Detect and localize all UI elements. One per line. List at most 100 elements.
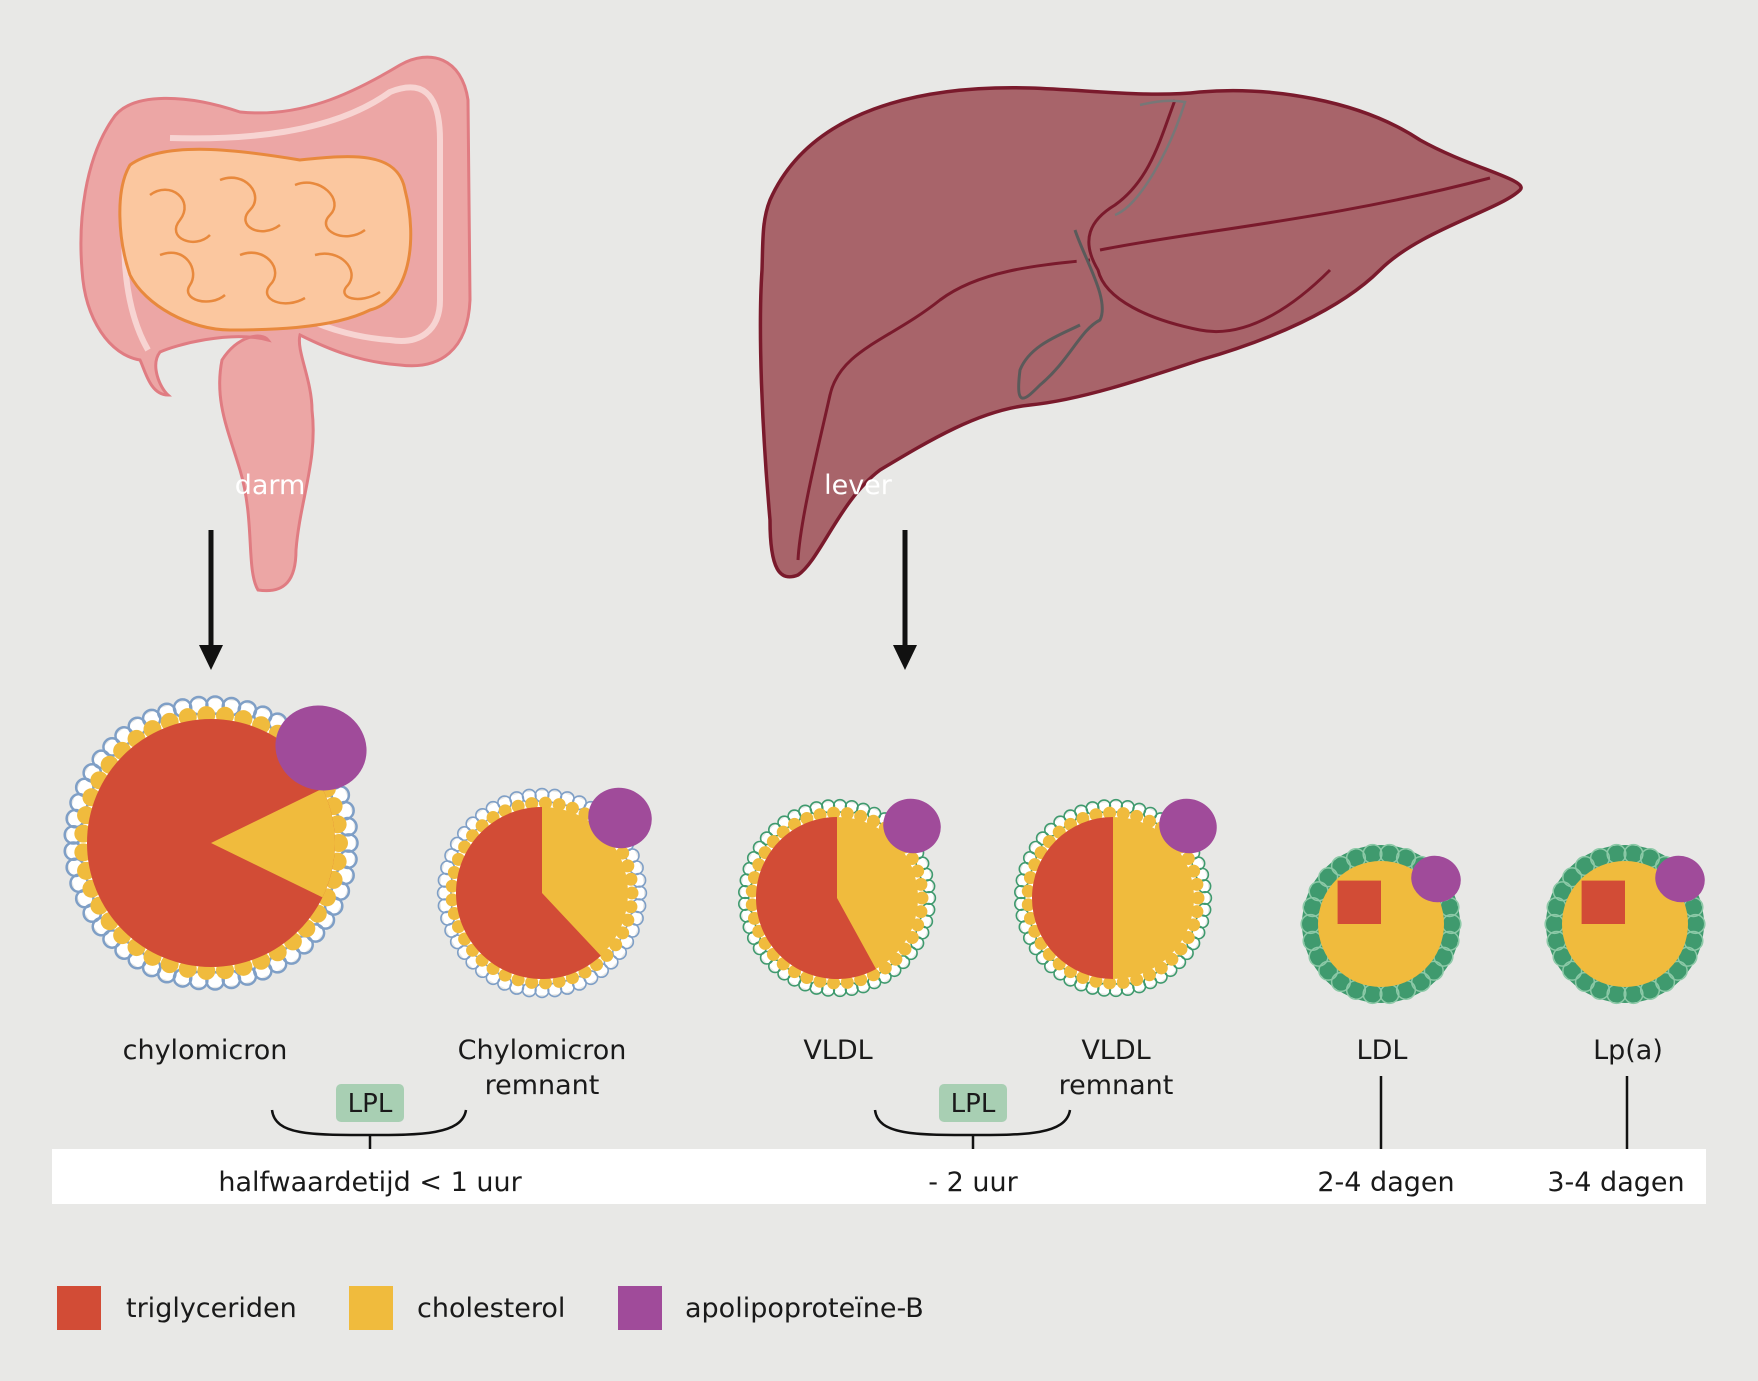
lipid-bead [915,891,929,905]
lipid-bead [914,877,928,891]
lipid-bead [447,865,461,879]
membrane-loop [1330,971,1352,993]
legend-label-triglyceriden: triglyceriden [126,1293,297,1324]
legend: triglyceriden cholesterol apolipoproteïn… [57,1286,924,1330]
membrane-loop [1318,960,1339,981]
lipid-bead [840,975,854,989]
lipid-bead [745,884,759,898]
lipid-bead [1190,905,1204,919]
gallbladder [1017,229,1104,400]
lipid-bead [624,900,638,914]
lipid-bead [1130,973,1144,987]
label-vldl-remnant-1: VLDL [1081,1035,1150,1066]
lpl-label-2: LPL [951,1089,996,1119]
particle-vldl [737,798,941,998]
lipid-bead [813,974,827,988]
ligament [1114,99,1187,217]
apob-protein [275,705,367,791]
core-triglycerides [755,817,877,979]
legend-swatch-apob [618,1286,662,1330]
membrane-loop [1423,960,1444,981]
membrane-loop [1574,971,1596,993]
lipid-bead [1190,877,1204,891]
lipid-bead [538,796,552,810]
lipid-bead [511,973,525,987]
lipid-bead [1103,976,1117,990]
lipid-bead [914,905,928,919]
lipid-bead [447,907,461,921]
lipid-bead [747,871,761,885]
lipid-bead [1103,806,1117,820]
lipid-bead [747,911,761,925]
lipid-bead [1023,911,1037,925]
lipid-bead [552,974,566,988]
lpl-label-1: LPL [348,1089,393,1119]
lipid-bead [840,807,854,821]
lipid-bead [813,808,827,822]
core-triglycerides [1581,880,1625,924]
core-triglycerides [455,807,601,980]
lipid-bead [854,973,868,987]
lipid-bead [1116,975,1130,989]
arrow-intestine-to-chylomicron [199,530,223,670]
particle-lpa [1544,843,1706,1005]
lpl-badge-1 [336,1084,404,1122]
halflife-vldl: - 2 uur [928,1167,1018,1198]
lpl-bracket-2: LPL [873,1084,1072,1160]
intestine-label: darm [235,470,306,501]
lipid-bead [511,799,525,813]
apob-protein [588,787,652,849]
apob-protein [1655,855,1705,903]
apob-protein [883,798,941,854]
lipid-bead [854,809,868,823]
lipid-bead [445,893,459,907]
lipid-bead [1089,974,1103,988]
intestine-illustration: darm [79,55,472,593]
membrane-loop [1562,867,1583,888]
small-intestine [118,147,413,332]
label-vldl-remnant-2: remnant [1059,1070,1174,1101]
halflife-chylomicron: halfwaardetijd < 1 uur [218,1167,522,1198]
lipid-bead [1089,808,1103,822]
particles [63,695,1706,1005]
halflife-ldl: 2-4 dagen [1317,1167,1454,1198]
membrane-loop [1318,867,1339,888]
liver-fissure [796,99,1491,561]
label-vldl: VLDL [803,1035,872,1066]
lipid-bead [625,886,639,900]
lipid-bead [1023,871,1037,885]
lpl-badge-2 [939,1084,1007,1122]
legend-label-cholesterol: cholesterol [417,1293,565,1324]
small-intestine-loops [149,176,381,305]
lipid-bead [827,806,841,820]
membrane-loop [1667,960,1688,981]
label-chylomicron-remnant-1: Chylomicron [458,1035,627,1066]
lipid-bead [1191,891,1205,905]
lipid-bead [552,798,566,812]
core-triglycerides [1032,817,1113,979]
lipid-bead [1130,809,1144,823]
label-lpa: Lp(a) [1593,1035,1663,1066]
halflife-band [52,1149,1706,1204]
particle-ldl [1300,843,1462,1005]
label-chylomicron-remnant-2: remnant [485,1070,600,1101]
lipid-bead [1021,898,1035,912]
lipid-bead [445,879,459,893]
arrow-liver-to-vldl [893,530,917,670]
apob-protein [1411,855,1461,903]
lipid-bead [1021,884,1035,898]
core-cholesterol-wedge [211,788,335,898]
lipid-bead [525,797,539,811]
membrane-loop [1562,960,1583,981]
particle-labels: chylomicron Chylomicron remnant VLDL VLD… [123,1035,1663,1101]
lipid-bead [1116,807,1130,821]
lipid-bead [745,898,759,912]
label-chylomicron: chylomicron [123,1035,288,1066]
core-triglycerides [1337,880,1381,924]
legend-swatch-cholesterol [349,1286,393,1330]
liver [758,86,1523,579]
particle-vldl-remnant [1013,798,1217,998]
lipid-bead [624,872,638,886]
particle-chylomicron-remnant [436,787,652,999]
